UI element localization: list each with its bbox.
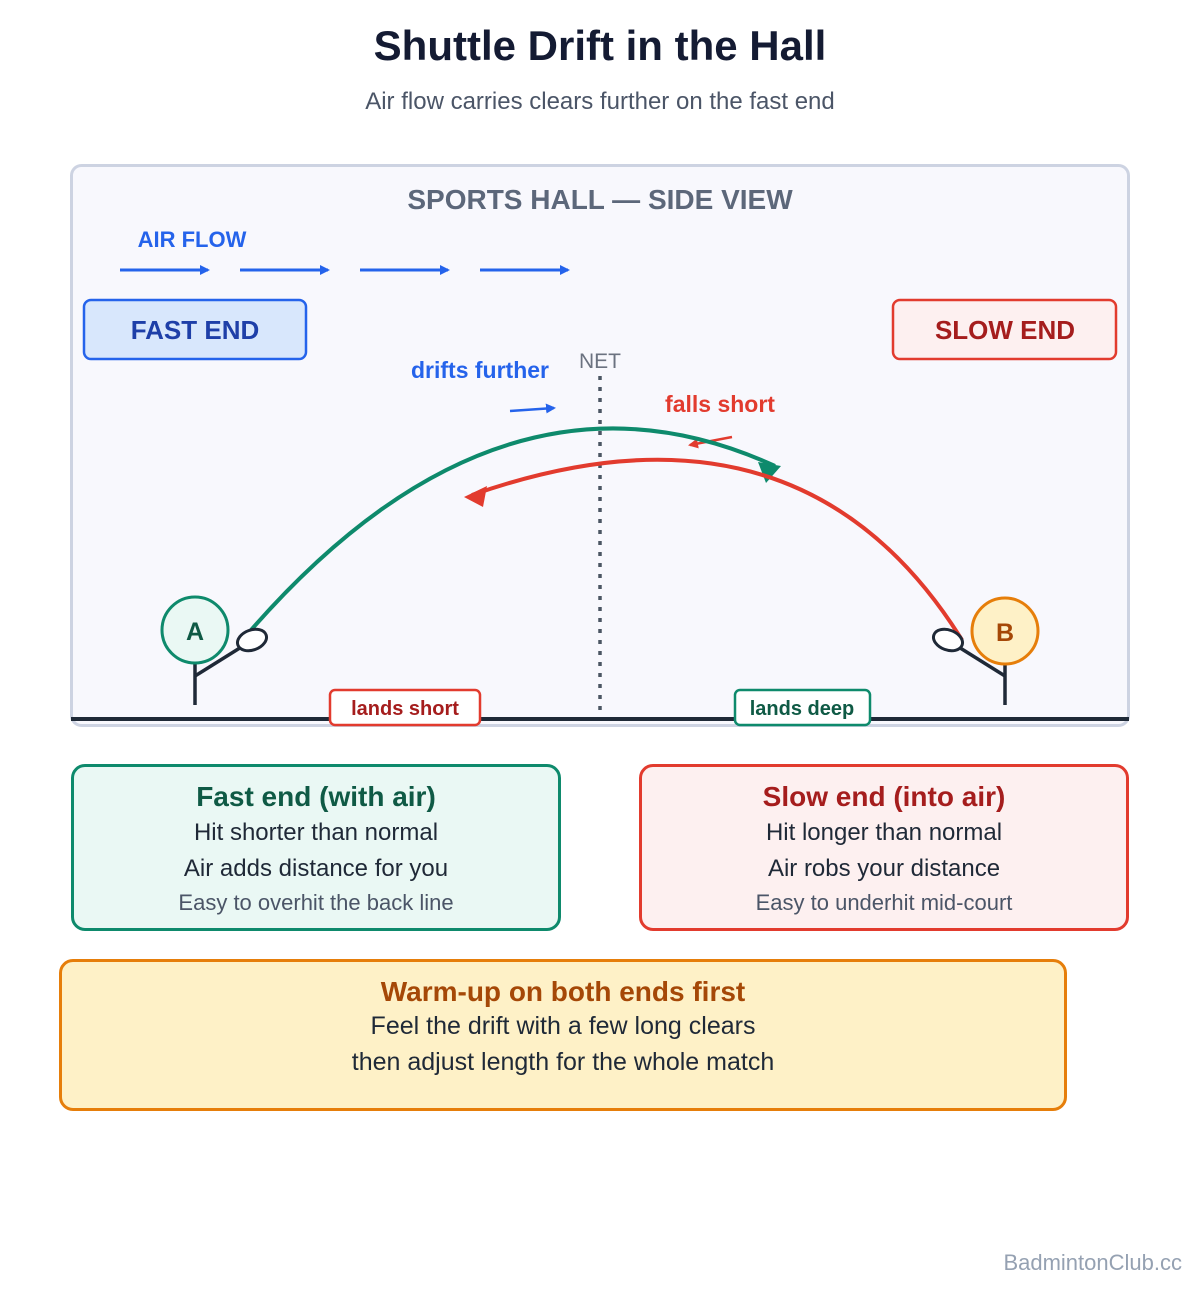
player-b-avatar xyxy=(970,596,1040,666)
warmup-card-line2: then adjust length for the whole match xyxy=(351,1048,775,1076)
lands-deep-tag xyxy=(733,688,872,727)
player-a-arm xyxy=(194,644,244,678)
player-a-racket xyxy=(235,627,269,653)
slow-end-card-note: Easy to underhit mid-court xyxy=(755,890,1013,915)
drifts-further-arrow xyxy=(509,403,556,414)
slow-end-card-heading: Slow end (into air) xyxy=(762,781,1006,812)
fast-end-label: FAST END xyxy=(131,315,260,345)
page-subtitle: Air flow carries clears further on the f… xyxy=(365,88,835,115)
slow-end-card-line1: Hit longer than normal xyxy=(765,819,1003,846)
player-a-avatar xyxy=(160,595,230,665)
fast-end-card-note: Easy to overhit the back line xyxy=(178,890,454,915)
panel-title: SPORTS HALL — SIDE VIEW xyxy=(407,184,793,215)
fast-end-card-line1: Hit shorter than normal xyxy=(193,819,439,846)
warmup-card-heading: Warm-up on both ends first xyxy=(380,976,746,1007)
player-a: A xyxy=(160,595,269,705)
fast-end-card-line2: Air adds distance for you xyxy=(183,855,449,882)
player-b-label: B xyxy=(996,619,1014,647)
drifts-further-label: drifts further xyxy=(411,357,549,383)
slow-end-card-line2: Air robs your distance xyxy=(767,855,1001,882)
fast-end-clear-trajectory xyxy=(243,426,776,639)
fast-end-card: Fast end (with air) Hit shorter than nor… xyxy=(71,764,561,931)
fast-end-card-heading: Fast end (with air) xyxy=(196,781,436,812)
slow-end-clear-trajectory xyxy=(471,457,964,642)
slow-end-card: Slow end (into air) Hit longer than norm… xyxy=(639,764,1129,931)
lands-short-tag xyxy=(328,688,482,727)
lands-short-label: lands short xyxy=(351,698,459,720)
slow-end-label: SLOW END xyxy=(935,315,1075,345)
player-b-racket xyxy=(931,627,965,653)
fast-end-box xyxy=(82,298,308,361)
falls-short-label: falls short xyxy=(665,391,775,417)
air-flow-label: AIR FLOW xyxy=(138,227,247,252)
warmup-card: Warm-up on both ends first Feel the drif… xyxy=(59,959,1067,1111)
fast-end-clear-arrowhead xyxy=(758,462,781,483)
player-b: B xyxy=(931,596,1040,705)
net-label: NET xyxy=(579,350,621,373)
lands-deep-label: lands deep xyxy=(750,698,854,720)
warmup-card-line1: Feel the drift with a few long clears xyxy=(370,1012,756,1040)
player-b-arm xyxy=(956,644,1006,678)
footer-site-link[interactable]: BadmintonClub.cc xyxy=(1003,1250,1182,1275)
hall-diagram: SPORTS HALL — SIDE VIEW AIR FLOW FAST EN… xyxy=(70,164,1130,727)
page-title: Shuttle Drift in the Hall xyxy=(373,22,827,69)
slow-end-box xyxy=(891,298,1118,361)
slow-end-clear-arrowhead xyxy=(464,486,487,507)
player-a-label: A xyxy=(186,618,204,646)
